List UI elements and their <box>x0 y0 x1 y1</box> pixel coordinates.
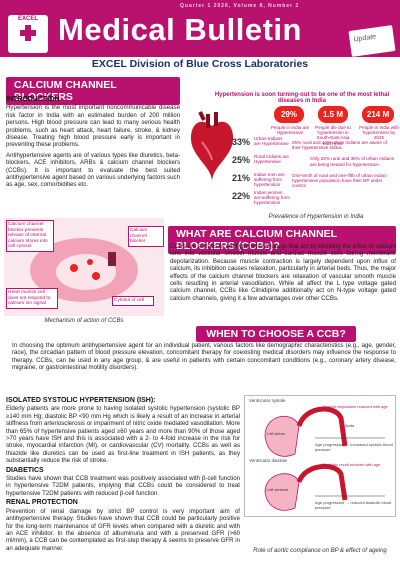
infographic-caption: Prevalence of Hypertension in India <box>268 214 364 220</box>
masthead: Quarter 1 2026, Volume 8, Number 2 EXCEL… <box>0 0 400 57</box>
stat-row-0-value: 33% <box>232 137 251 147</box>
clinical-sections: ISOLATED SYSTOLIC HYPERTENSION (ISH): El… <box>6 396 240 552</box>
panel2-arrow: Age progression → reduced diastolic bloo… <box>315 500 392 510</box>
stat-row-2-label: Indian men are suffering from hypertensi… <box>254 172 285 188</box>
section-heading-when-to-choose: WHEN TO CHOOSE A CCB? <box>196 326 356 342</box>
stat-row-2: 21% Indian men are suffering from hypert… <box>232 171 286 189</box>
stat-big-2-label: People in India with hypertension by 202… <box>359 125 399 141</box>
renal-title: RENAL PROTECTION <box>6 499 78 507</box>
stat-big-0: 29% <box>274 106 304 123</box>
callout-cytosol: Cytosol of cell <box>112 296 154 306</box>
callout-ccb: Calcium channel blocker <box>128 226 164 247</box>
stat-row-3: 22% Indian women are suffering from hype… <box>232 189 290 207</box>
introduction-block: INTRODUCTION Hypertension is the most im… <box>6 95 180 189</box>
aorta-label: Aorta <box>345 424 355 428</box>
stat-row-1: 25% Rural Indians are Hypertensive <box>232 153 289 171</box>
diabetics-text: Studies have shown that CCB treatment wa… <box>6 475 240 497</box>
panel2-title: Ventricular diastole <box>249 458 288 463</box>
ish-title: ISOLATED SYSTOLIC HYPERTENSION (ISH): <box>6 397 156 404</box>
stat-row-1-label: Rural Indians are Hypertensive <box>254 154 289 165</box>
left-ventricle-label: Left ventricle <box>267 488 289 492</box>
stat-row-0: 33% Urban Indians are Hypertensive <box>232 135 289 153</box>
when-to-choose-text: In choosing the optimum antihypertensive… <box>12 342 396 372</box>
issue-line: Quarter 1 2026, Volume 8, Number 2 <box>180 3 300 9</box>
diabetics-title: DIABETICS <box>6 466 44 474</box>
stat-big-2: 214 M <box>362 106 394 123</box>
callout-internal-calcium: Calcium channel blocker prevents release… <box>6 220 54 252</box>
stat-row-3-value: 22% <box>232 191 251 201</box>
aortic-diagram <box>264 406 385 511</box>
excel-logo: EXCEL <box>8 15 48 53</box>
what-are-ccbs-text: CCBs are a class of antihypertensive dru… <box>170 243 396 302</box>
stat-row-1-value: 25% <box>232 155 251 165</box>
heart-illustration <box>190 111 234 182</box>
left-atrium-label: Left atrium <box>267 432 285 436</box>
aortic-compliance-figure: Ventricular systole Systolic expansion r… <box>244 395 396 517</box>
aortic-figure-caption: Role of aortic compliance on BP & effect… <box>253 548 387 554</box>
medical-cross-icon <box>20 25 36 41</box>
panel1-title: Ventricular systole <box>249 398 286 403</box>
infographic-title: Hypertension is soon turning-out to be o… <box>214 92 390 104</box>
stat-big-1: 1.5 M <box>318 106 348 123</box>
stat-row-0-label: Urban Indians are Hypertensive <box>254 136 289 147</box>
update-tag: Update <box>348 25 396 57</box>
introduction-title: INTRODUCTION <box>6 96 60 103</box>
renal-text: Prevention of renal damage by strict BP … <box>6 507 240 552</box>
bulletin-title: Medical Bulletin <box>58 12 302 47</box>
introduction-paragraph-2: Antihypertensive agents are of various t… <box>6 151 180 189</box>
section-heading-ccb: CALCIUM CHANNEL BLOCKERS <box>6 77 180 105</box>
prevalence-infographic: Hypertension is soon turning-out to be o… <box>184 92 400 213</box>
stat-row-2-value: 21% <box>232 173 251 183</box>
section-heading-what-are-ccbs: WHAT ARE CALCIUM CHANNEL BLOCKERS (CCBs)… <box>168 226 396 254</box>
callout-heart-muscle: Heart muscle cell does not respond to ca… <box>6 288 58 309</box>
stat-big-1-label: People die due to hypertension in South-… <box>315 125 351 146</box>
stat-row-3-label: Indian women are suffering from hyperten… <box>254 190 290 206</box>
division-title: EXCEL Division of Blue Cross Laboratorie… <box>91 58 309 70</box>
stat-big-0-label: People in India are Hypertensive <box>270 125 310 136</box>
note-awareness: 25% rural and 42% urban Indians are awar… <box>292 140 387 151</box>
awareness-notes: 25% rural and 42% urban Indians are awar… <box>292 140 396 188</box>
ish-text: Elderly patients are more prone to havin… <box>6 405 240 465</box>
panel2-label: Diastolic recoil reduced with age <box>323 462 381 467</box>
mechanism-caption: Mechanism of action of CCBs <box>44 318 124 324</box>
panel1-arrow: Age progression → increased systolic blo… <box>315 442 393 452</box>
note-controlled: One-tenth of rural and one-fifth of urba… <box>292 172 387 189</box>
panel1-label: Systolic expansion reduced with age <box>323 404 388 409</box>
stat-rows: 33% Urban Indians are Hypertensive 25% R… <box>232 135 290 207</box>
logo-text: EXCEL <box>17 16 38 22</box>
note-treated: Only 25% rural and 38% of urban Indians … <box>310 156 395 167</box>
introduction-paragraph-1: Hypertension is the most important nonco… <box>6 104 180 149</box>
